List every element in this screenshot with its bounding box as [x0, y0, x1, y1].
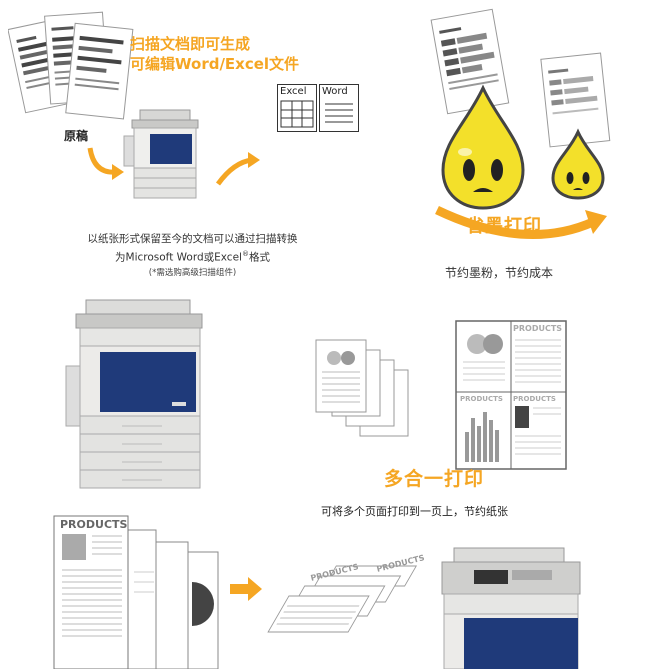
original-label: 原稿	[64, 129, 89, 143]
combined-products-label-top: PRODUCTS	[513, 324, 563, 333]
word-lines-icon	[325, 103, 353, 123]
combined-products-label-left: PRODUCTS	[460, 395, 503, 403]
multi-up-combined-page-illustration	[455, 320, 567, 470]
excel-file-icon: Excel	[277, 84, 317, 132]
scan-title: 扫描文档即可生成 可编辑Word/Excel文件	[130, 34, 299, 74]
ink-saving-illustration	[430, 8, 611, 239]
excel-file-label: Excel	[280, 86, 307, 97]
scan-desc-line1: 以纸张形式保留至今的文档可以通过扫描转换	[87, 233, 298, 245]
combined-products-label-right: PRODUCTS	[513, 395, 556, 403]
products-output-pages-illustration	[267, 565, 418, 633]
registered-mark: ®	[241, 250, 249, 258]
original-documents-illustration	[8, 11, 134, 120]
small-printer-illustration	[123, 109, 199, 199]
ink-description: 节约墨粉，节约成本	[445, 266, 554, 280]
multi-up-source-pages-illustration	[315, 339, 409, 437]
products-stacked-pages-illustration	[53, 515, 219, 669]
multi-description: 可将多个页面打印到一页上，节约纸张	[321, 505, 508, 518]
ink-title: 省墨打印	[466, 216, 542, 237]
right-arrow-icon	[230, 577, 262, 601]
word-file-icon: Word	[319, 84, 359, 132]
scan-description: 以纸张形式保留至今的文档可以通过扫描转换 为Microsoft Word或Exc…	[60, 232, 325, 281]
large-printer-illustration	[65, 299, 203, 489]
multi-title: 多合一打印	[384, 468, 485, 490]
products-page-label: PRODUCTS	[60, 518, 128, 531]
scan-title-line2: 可编辑Word/Excel文件	[130, 55, 300, 73]
scan-desc-line2-text: 为Microsoft Word或Excel	[115, 251, 242, 264]
word-file-label: Word	[322, 86, 348, 97]
curved-arrow-right-icon	[215, 152, 260, 186]
scan-desc-line2-end: 格式	[248, 251, 270, 264]
excel-grid-icon	[280, 100, 314, 128]
scan-desc-line2: 为Microsoft Word或Excel®格式	[60, 247, 325, 266]
curved-arrow-left-icon	[87, 147, 124, 180]
scan-desc-note: (*需选购高级扫描组件)	[148, 267, 237, 278]
scan-title-line1: 扫描文档即可生成	[130, 35, 251, 53]
output-printer-illustration	[441, 547, 581, 669]
